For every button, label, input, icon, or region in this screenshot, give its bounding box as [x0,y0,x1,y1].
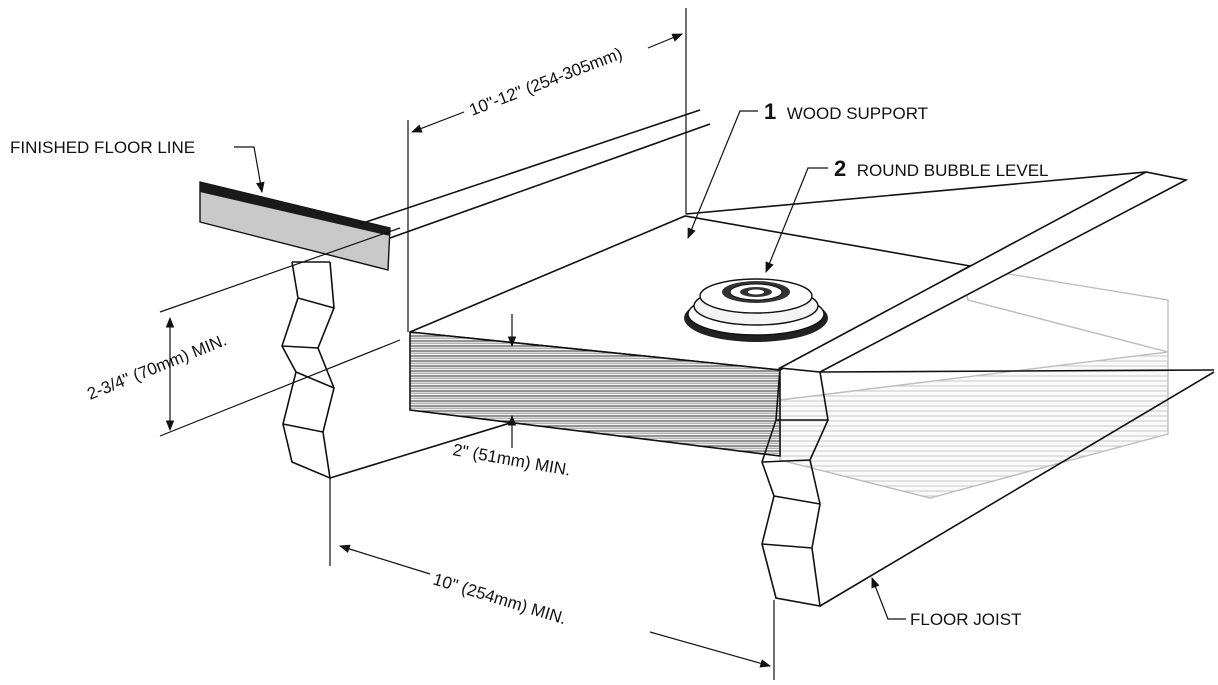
depth-dimension [407,8,687,332]
right-floor-joist [685,171,1215,607]
guide-lines [359,109,711,239]
round-bubble-level [684,278,828,342]
finished-floor-line-leader [234,146,265,194]
wood-support-far [779,265,1169,499]
wood-support-leader [687,110,758,239]
left-floor-joist [281,261,521,480]
depth-dimension-label: 10"-12" (254-305mm) [467,44,625,120]
width-dimension [329,478,775,680]
wood-support-block [409,215,973,457]
floor-joist-label: FLOOR JOIST [910,610,1021,629]
width-dimension-label: 10" (254mm) MIN. [431,570,569,629]
floor-joist-leader [871,576,906,620]
wood-support-label: 1 WOOD SUPPORT [764,99,928,124]
finished-floor-line-label: FINISHED FLOOR LINE [10,138,195,157]
height-dimension-label: 2-3/4" (70mm) MIN. [84,330,229,403]
bubble-level-leader [765,167,828,274]
bubble-level-label: 2 ROUND BUBBLE LEVEL [834,156,1049,181]
height-dimension [159,227,401,437]
finished-floor-strip [199,181,391,271]
